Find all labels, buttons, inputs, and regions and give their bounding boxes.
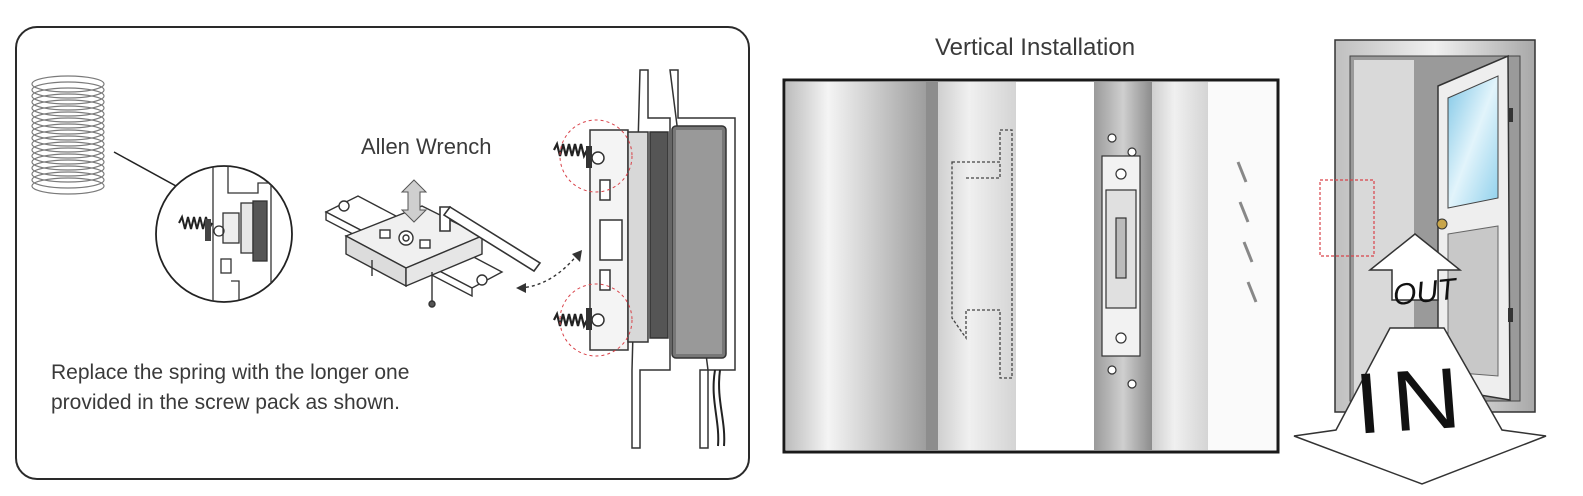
allen-wrench-label: Allen Wrench	[361, 134, 492, 159]
spring-note-line1: Replace the spring with the longer one	[51, 361, 410, 384]
out-label: OUT	[1391, 272, 1458, 313]
spring-note-line2: provided in the screw pack as shown.	[51, 391, 401, 414]
door-icon	[1293, 39, 1547, 485]
detail-link-arrow	[516, 250, 582, 293]
in-label: IN	[1351, 349, 1475, 453]
vertical-installation-photo	[782, 78, 1280, 454]
vertical-installation-title: Vertical Installation	[934, 34, 1136, 61]
spring-icon	[31, 75, 105, 195]
spring-detail-magnifier	[155, 165, 293, 303]
allen-wrench-icon	[439, 205, 542, 273]
magnet-lock-icon	[553, 69, 736, 449]
spring-note: Replace the spring with the longer one p…	[51, 358, 481, 418]
